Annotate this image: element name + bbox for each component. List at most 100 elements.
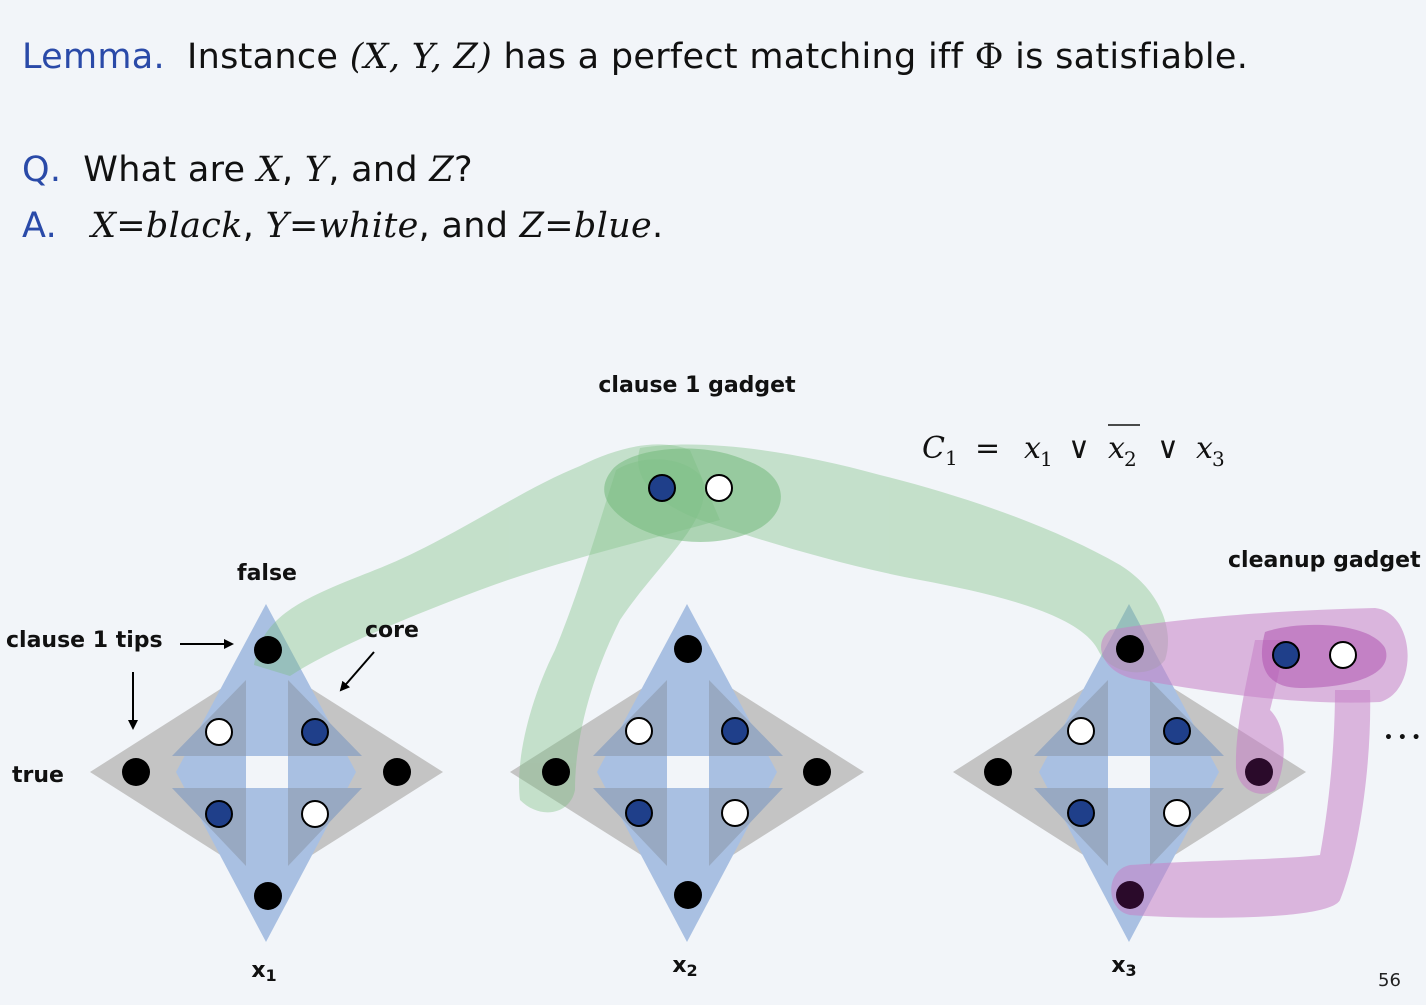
lemma-tuple: (X, Y, Z)	[349, 37, 493, 77]
cleanup-edge-right	[1111, 690, 1371, 918]
question-text-pre: What are	[83, 150, 246, 190]
formula-or1: ∨	[1068, 431, 1090, 466]
clause-edge-x3	[638, 444, 1168, 673]
formula-lhs-sub: 1	[945, 446, 958, 470]
question-sep1: ,	[282, 150, 294, 190]
clause-gadget-label: clause 1 gadget	[598, 373, 796, 398]
clause-tips-label: clause 1 tips	[6, 628, 163, 653]
black-node	[383, 758, 411, 786]
black-node	[254, 882, 282, 910]
question-sep2: , and	[328, 150, 418, 190]
lemma-phi: Φ	[974, 37, 1004, 77]
answer-x: X	[91, 206, 117, 246]
formula-term2-sub: 2	[1124, 447, 1137, 471]
var-sub: 1	[266, 966, 277, 985]
cleanup-blue-node	[1272, 641, 1300, 669]
question-line: Q. What are X, Y, and Z?	[22, 150, 473, 190]
clause-blue-node	[648, 474, 676, 502]
variable-label-x1: x1	[251, 958, 276, 985]
lemma-text-post: is satisfiable.	[1015, 37, 1249, 77]
answer-end: .	[651, 206, 664, 246]
formula-lhs: C	[922, 431, 945, 466]
cleanup-node-blob	[1261, 624, 1387, 688]
blue-node	[205, 800, 233, 828]
blue-node	[301, 718, 329, 746]
clause-node-blob	[604, 448, 781, 542]
formula-term2: x	[1108, 431, 1125, 466]
var-name: x	[1111, 953, 1125, 978]
var-sub: 3	[1126, 961, 1137, 980]
white-node	[205, 718, 233, 746]
white-node	[1163, 799, 1191, 827]
variable-label-x3: x3	[1111, 953, 1136, 980]
nodes-x1	[122, 636, 411, 910]
nodes-x2	[542, 635, 831, 909]
dark-node	[1116, 881, 1144, 909]
answer-keyword: A.	[22, 206, 58, 246]
lemma-text-pre: Instance	[186, 37, 339, 77]
var-name: x	[672, 953, 686, 978]
black-node	[674, 881, 702, 909]
core-center	[246, 756, 288, 788]
white-node	[721, 799, 749, 827]
blue-node	[625, 799, 653, 827]
answer-eq3: =	[544, 206, 574, 246]
answer-eq1: =	[116, 206, 146, 246]
lemma-statement: Lemma. Instance (X, Y, Z) has a perfect m…	[22, 37, 1248, 77]
question-keyword: Q.	[22, 150, 62, 190]
lemma-text-mid: has a perfect matching iff	[503, 37, 964, 77]
question-y: Y	[304, 150, 329, 190]
cleanup-gadget-label: cleanup gadget	[1228, 548, 1421, 573]
ellipsis: • • •	[1384, 730, 1421, 746]
black-node	[984, 758, 1012, 786]
answer-sep2: , and	[418, 206, 509, 246]
formula-term3: x	[1196, 431, 1213, 466]
core-center	[1108, 756, 1150, 788]
var-sub: 2	[687, 961, 698, 980]
answer-y: Y	[265, 206, 289, 246]
blue-node	[1163, 717, 1191, 745]
clause-edge-x1	[254, 444, 720, 676]
formula-term1-sub: 1	[1040, 447, 1053, 471]
answer-x-value: black	[145, 206, 243, 246]
answer-eq2: =	[288, 206, 319, 246]
white-node	[1067, 717, 1095, 745]
cleanup-white-node	[1329, 641, 1357, 669]
question-z: Z	[429, 150, 454, 190]
question-mark: ?	[453, 150, 473, 190]
white-node	[625, 717, 653, 745]
white-node	[301, 800, 329, 828]
black-node	[122, 758, 150, 786]
blue-node	[721, 717, 749, 745]
answer-sep1: ,	[242, 206, 255, 246]
question-x: X	[256, 150, 283, 190]
lemma-keyword: Lemma.	[22, 37, 165, 77]
answer-z-value: blue	[573, 206, 652, 246]
cleanup-gadget-highlight	[1101, 608, 1408, 918]
black-node	[803, 758, 831, 786]
true-label: true	[12, 763, 64, 788]
variable-label-x2: x2	[672, 953, 697, 980]
core-label: core	[365, 618, 419, 643]
dark-node	[1245, 758, 1273, 786]
black-node	[674, 635, 702, 663]
clause-gadget-highlight	[254, 444, 1168, 813]
formula-term3-sub: 3	[1212, 447, 1225, 471]
blue-node	[1067, 799, 1095, 827]
page-number: 56	[1378, 970, 1401, 991]
answer-z: Z	[519, 206, 545, 246]
black-node	[1116, 635, 1144, 663]
clause-edge-x2	[519, 459, 704, 813]
clause-formula: C 1 = x 1 ∨ x 2 ∨ x 3	[922, 424, 1225, 471]
black-node	[254, 636, 282, 664]
formula-or2: ∨	[1157, 431, 1179, 466]
formula-term1: x	[1024, 431, 1041, 466]
false-label: false	[237, 561, 297, 586]
answer-y-value: white	[318, 206, 419, 246]
clause-white-node	[705, 474, 733, 502]
answer-line: A.X=black, Y=white, and Z=blue.	[22, 206, 663, 246]
formula-eq: =	[975, 431, 1000, 466]
black-node	[542, 758, 570, 786]
core-arrow	[339, 651, 375, 692]
